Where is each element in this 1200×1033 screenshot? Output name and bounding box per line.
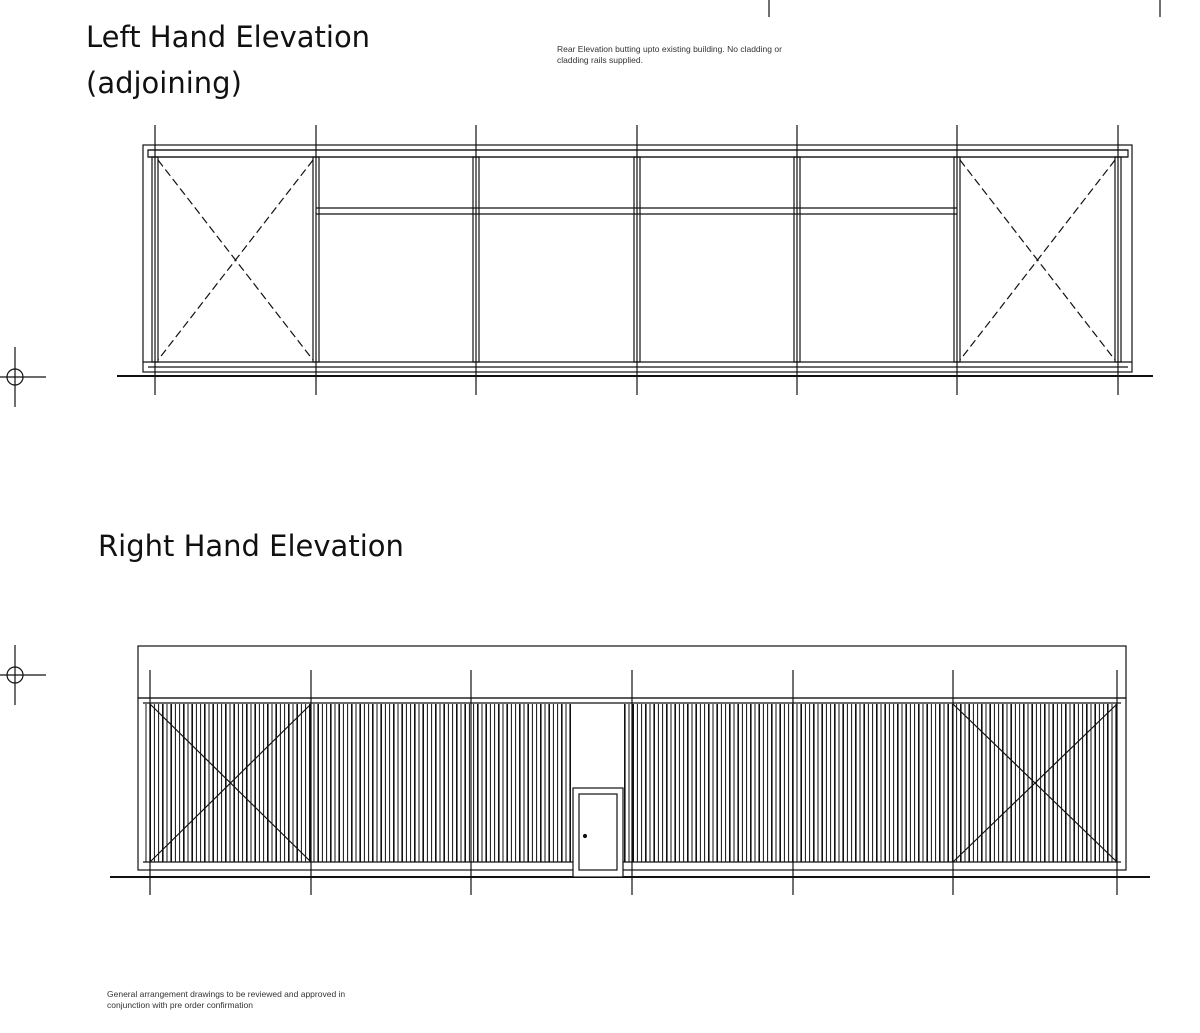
bracing-line [157,159,314,361]
grid-markers [0,0,1161,705]
left-hand-elevation-drawing [117,125,1153,395]
door [578,793,618,871]
right-elevation-title: Right Hand Elevation [98,529,404,563]
bracing-line [149,703,312,863]
note-line: cladding rails supplied. [557,55,643,65]
note-line: conjunction with pre order confirmation [107,1000,253,1010]
general-arrangement-note: General arrangement drawings to be revie… [107,989,345,1011]
door-handle [582,833,588,839]
note-line: General arrangement drawings to be revie… [107,989,346,999]
title-line: Left Hand Elevation [86,20,371,54]
right-hand-elevation-drawing [110,645,1150,895]
title-line: (adjoining) [86,66,242,100]
rear-elevation-note: Rear Elevation butting upto existing bui… [557,44,782,66]
top-beam [147,149,1129,158]
left-elevation-title: Left Hand Elevation (adjoining) [86,14,370,106]
note-line: Rear Elevation butting upto existing bui… [557,44,782,54]
bracing-line [952,703,1118,863]
bracing-line [959,159,1116,361]
